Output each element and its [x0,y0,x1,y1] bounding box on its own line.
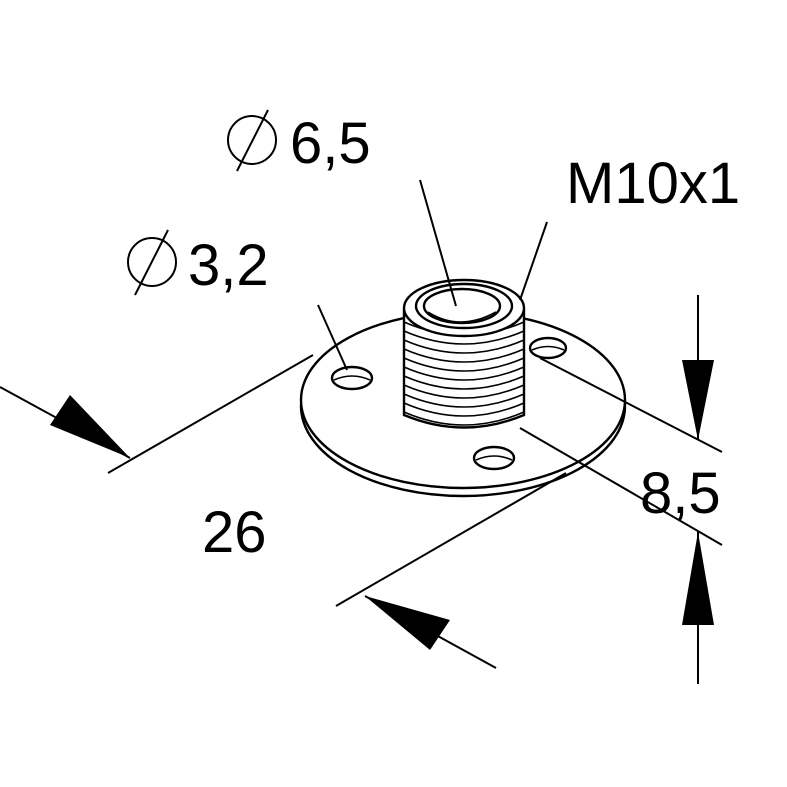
thread-line [403,393,525,408]
diameter-icon [127,229,177,296]
height-label: 8,5 [640,461,721,526]
thread-line [403,330,525,345]
leader-lines [317,179,548,371]
thread-line [403,384,525,399]
arrow-head-up-icon [682,532,714,625]
height-dimension [519,295,723,684]
thread-line [403,366,525,381]
diameter-small-label: 3,2 [188,233,269,298]
thread-line [403,411,525,426]
arrow-head-left-icon [50,395,130,458]
mounting-hole-front [472,445,516,471]
threaded-stud [402,278,526,429]
thread-line [403,348,525,363]
mounting-hole-right [528,336,568,360]
arrow-head-right-icon [365,596,450,650]
thread-lines [403,321,525,426]
thread-line [403,339,525,354]
thread-label: M10x1 [566,151,740,216]
thread-line [403,357,525,372]
arrow-head-down-icon [682,360,714,440]
mounting-holes [330,336,568,471]
mounting-hole-left [330,365,374,391]
plate-diameter-label: 26 [202,500,267,565]
thread-line [403,375,525,390]
diameter-icon [227,109,277,172]
diameter-large-label: 6,5 [290,111,371,176]
plate-diameter-dimension [0,354,567,669]
thread-line [403,402,525,417]
